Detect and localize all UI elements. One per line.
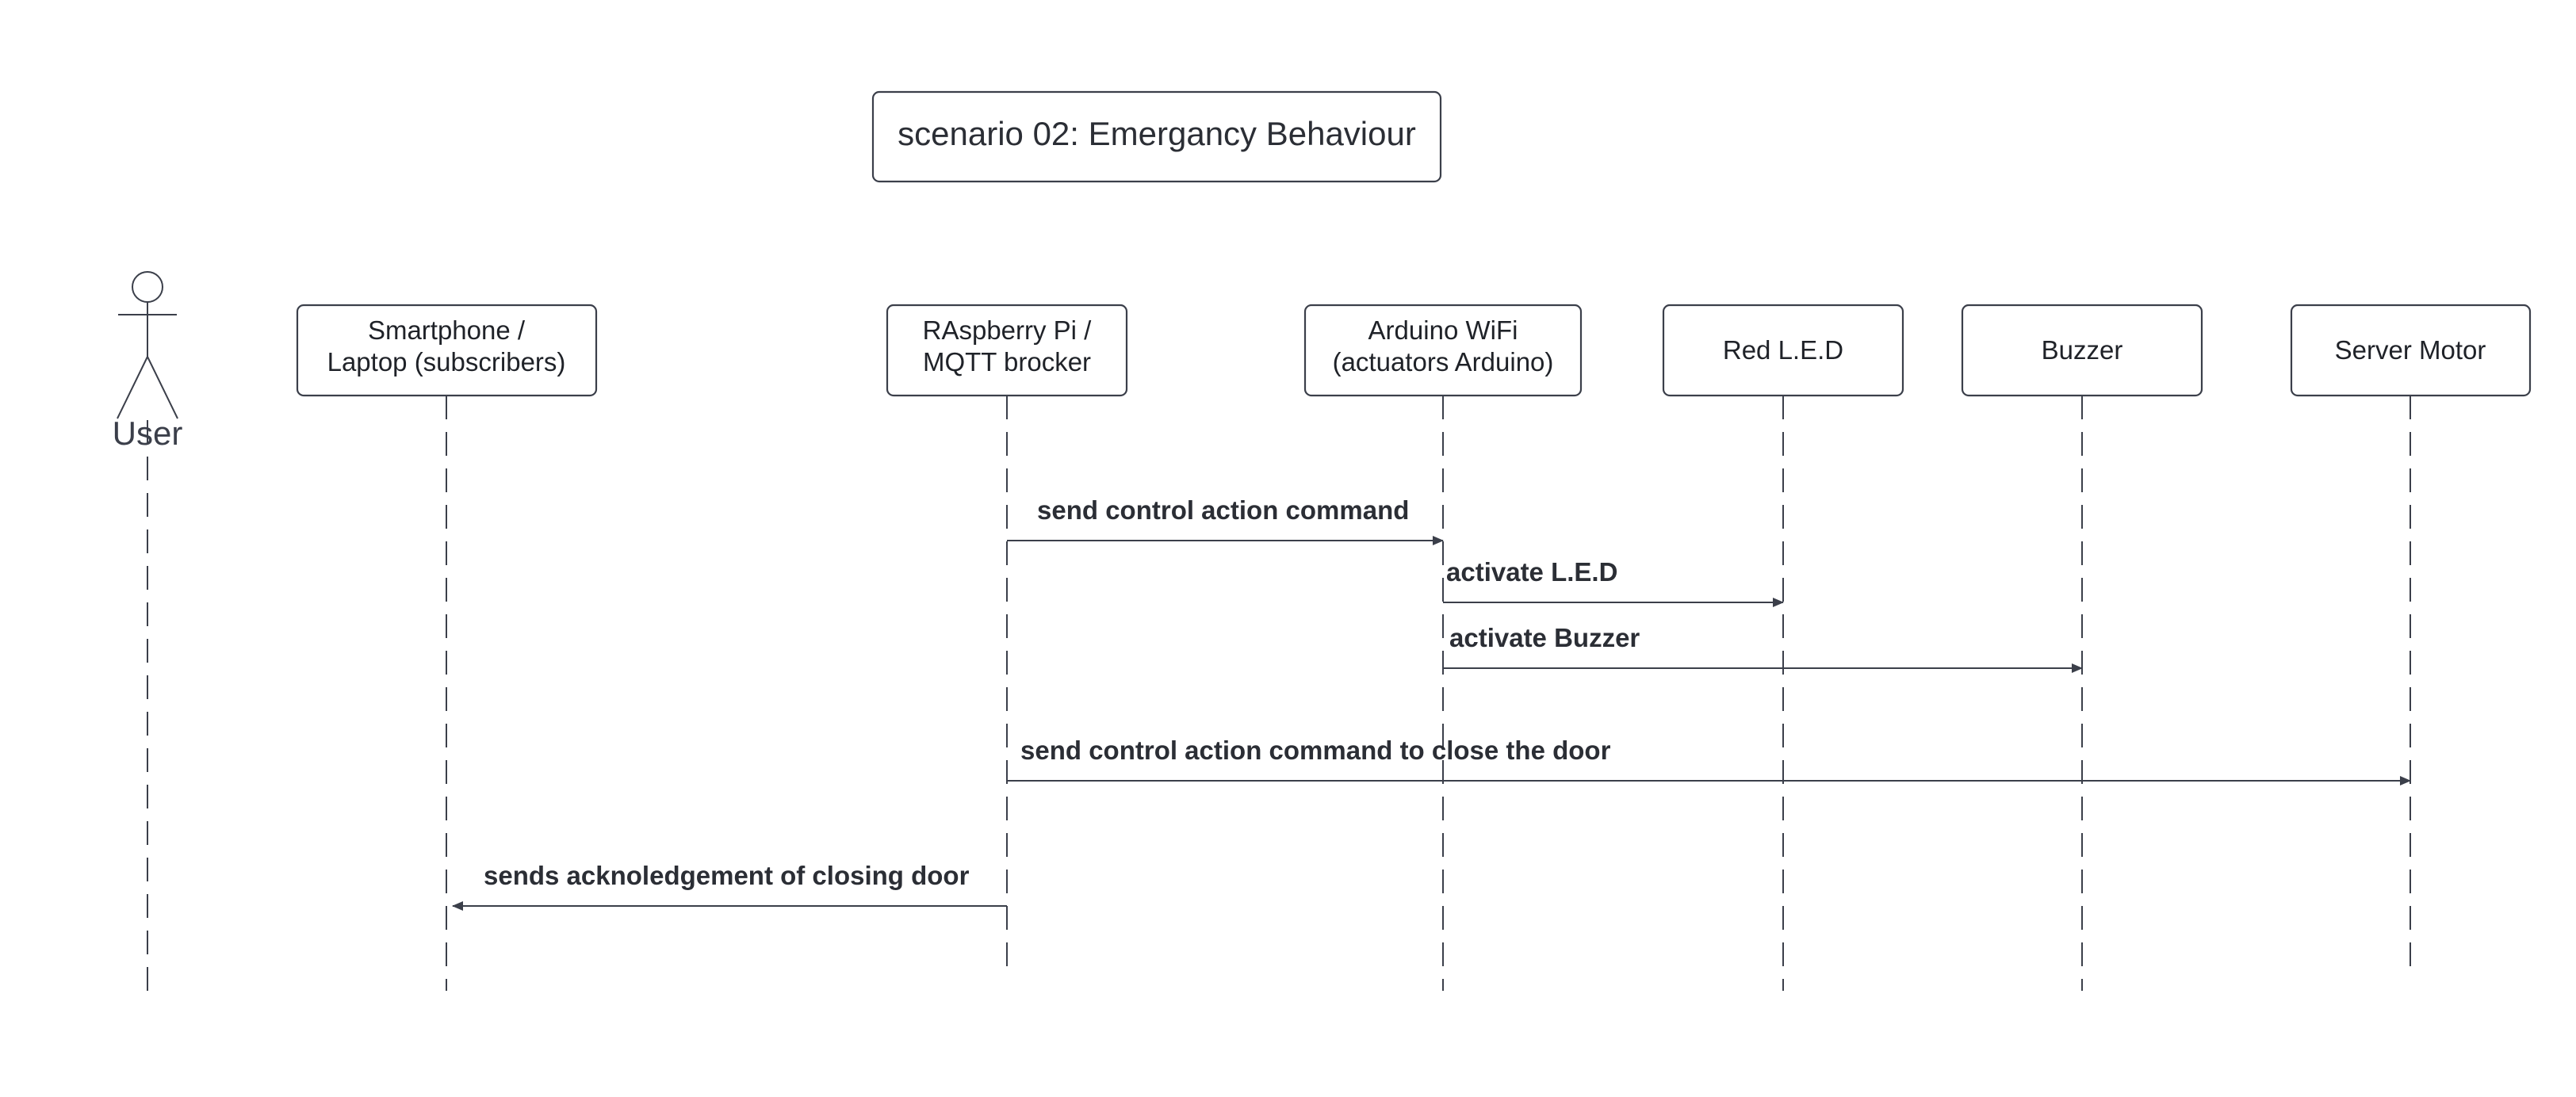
- participant-label: Laptop (subscribers): [327, 347, 566, 376]
- participants: Smartphone /Laptop (subscribers) RAspberr…: [296, 304, 2532, 991]
- message-label: send control action command: [1037, 495, 1409, 525]
- participant-arduino: Arduino WiFi(actuators Arduino): [1303, 304, 1583, 991]
- title-box: [871, 90, 1442, 183]
- participant-label: Red L.E.D: [1723, 335, 1843, 365]
- participant-raspberry: RAspberry Pi /MQTT brocker: [886, 304, 1128, 979]
- participant-label: Buzzer: [2042, 335, 2123, 365]
- title-text: scenario 02: Emergancy Behaviour: [898, 115, 1416, 152]
- participant-label: Smartphone /: [368, 315, 526, 345]
- messages: send control action command activate L.E.…: [452, 495, 2411, 911]
- participant-label: Server Motor: [2335, 335, 2486, 365]
- message-1: send control action command: [1007, 495, 1444, 545]
- participant-led: Red L.E.D: [1662, 304, 1904, 991]
- participant-label: (actuators Arduino): [1333, 347, 1554, 376]
- message-2: activate L.E.D: [1443, 557, 1784, 607]
- message-label: sends acknoledgement of closing door: [484, 861, 970, 890]
- diagram-title: scenario 02: Emergancy Behaviour: [871, 90, 1442, 183]
- message-4: send control action command to close the…: [1007, 736, 2411, 785]
- participant-label: RAspberry Pi /: [923, 315, 1093, 345]
- actor-user: User: [113, 271, 182, 991]
- participant-label: MQTT brocker: [923, 347, 1091, 376]
- message-label: send control action command to close the…: [1020, 736, 1611, 765]
- participant-servo: Server Motor: [2290, 304, 2532, 979]
- participant-smartphone: Smartphone /Laptop (subscribers): [296, 304, 598, 991]
- message-label: activate Buzzer: [1449, 623, 1640, 652]
- message-label: activate L.E.D: [1446, 557, 1617, 587]
- message-3: activate Buzzer: [1443, 623, 2083, 673]
- participant-buzzer: Buzzer: [1961, 304, 2203, 991]
- stick-figure-icon: [117, 271, 178, 419]
- participant-label: Arduino WiFi: [1368, 315, 1518, 345]
- message-5: sends acknoledgement of closing door: [452, 861, 1007, 911]
